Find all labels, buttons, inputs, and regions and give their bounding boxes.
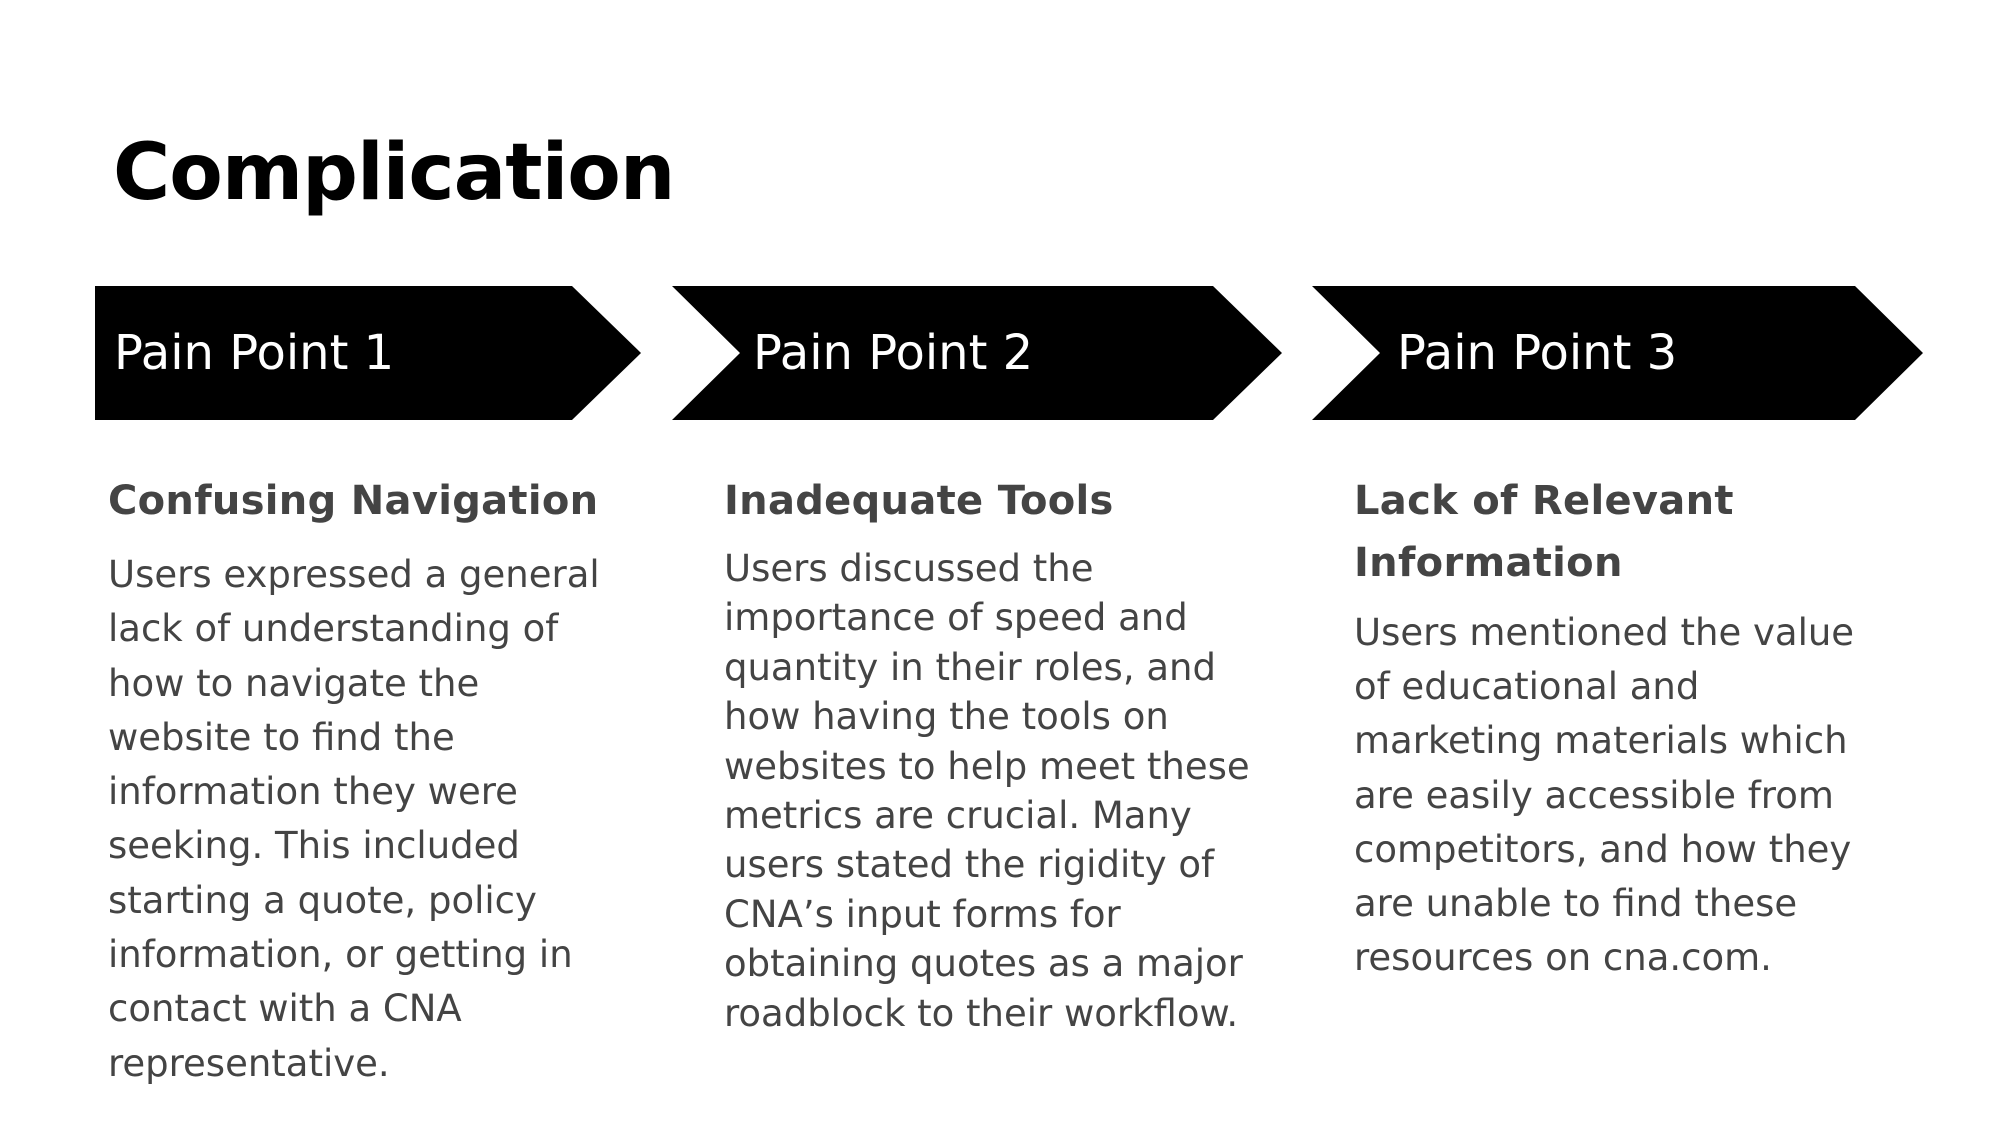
chevron-pain-point-2 (672, 286, 1282, 420)
slide-title: Complication (113, 128, 675, 218)
pain-point-2-label: Pain Point 2 (753, 325, 1034, 381)
chevron-pain-point-3 (1312, 286, 1923, 420)
pain-point-1-label: Pain Point 1 (114, 325, 395, 381)
pain-point-2-heading: Inadequate Tools (724, 478, 1114, 524)
pain-point-2-column: Inadequate Tools Users discussed the imp… (724, 470, 1264, 1038)
pain-point-3-description: Users mentioned the value of educational… (1354, 611, 1855, 980)
pain-point-1-column: Confusing Navigation Users expressed a g… (108, 470, 648, 1091)
pain-point-1-heading: Confusing Navigation (108, 478, 599, 524)
pain-point-1-description: Users expressed a general lack of unders… (108, 553, 600, 1085)
pain-point-3-column: Lack of Relevant Information Users menti… (1354, 470, 1894, 985)
pain-point-3-heading: Lack of Relevant Information (1354, 478, 1734, 586)
pain-point-3-label: Pain Point 3 (1397, 325, 1678, 381)
chevron-pain-point-1 (95, 286, 641, 420)
pain-point-2-description: Users discussed the importance of speed … (724, 547, 1250, 1035)
